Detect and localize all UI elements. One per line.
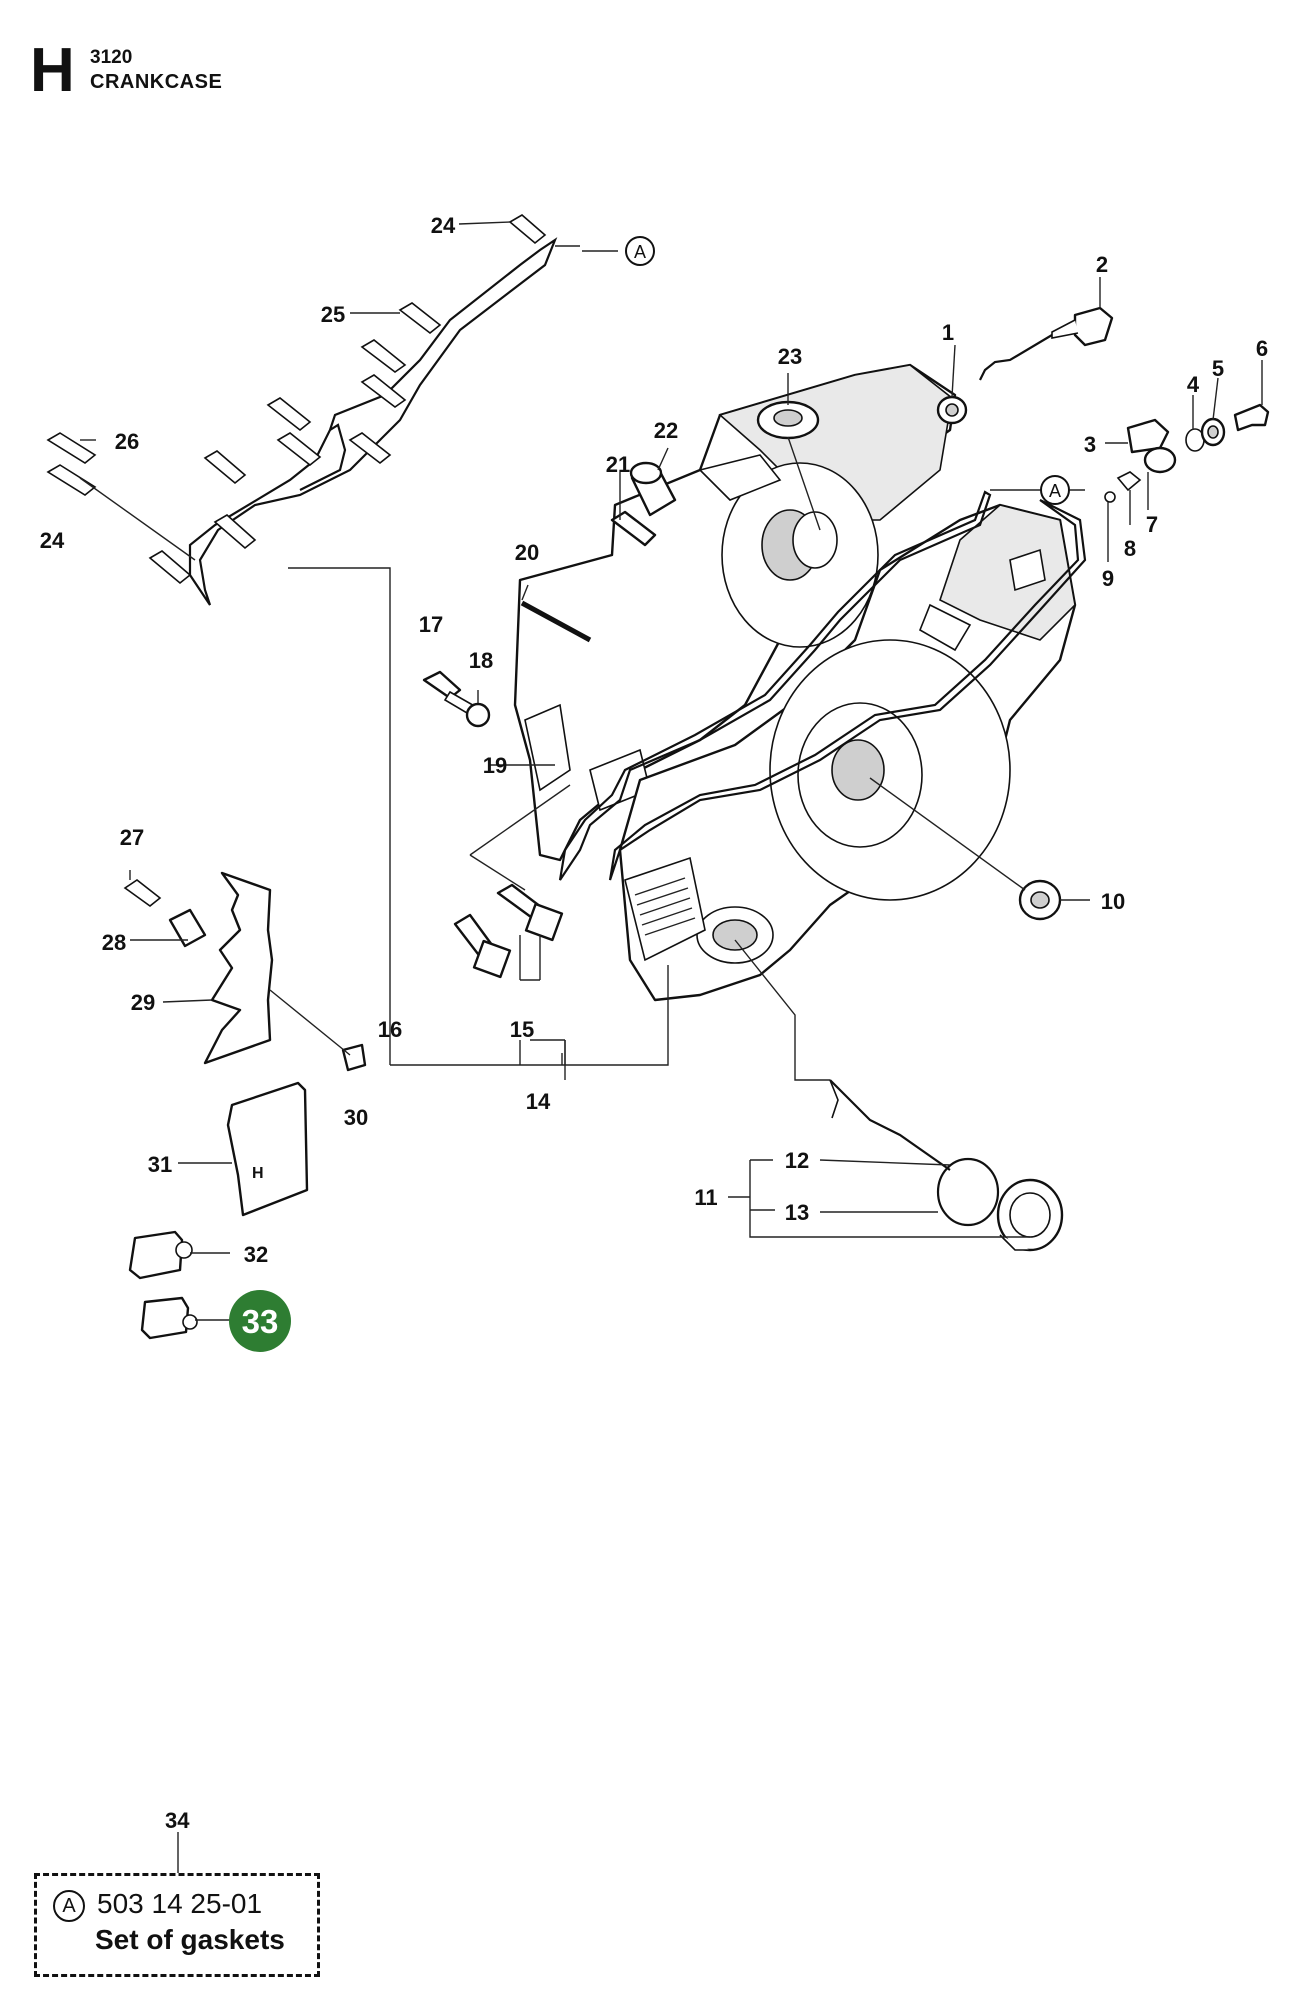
note-description: Set of gaskets — [95, 1924, 285, 1955]
part-11-13-cap — [829, 1079, 1064, 1252]
callout-11: 11 — [694, 1185, 717, 1210]
callout-26: 26 — [115, 429, 139, 454]
callout-numbers: 1 2 3 4 5 6 7 8 9 10 11 12 13 14 15 16 1… — [40, 213, 1268, 1267]
highlight-callout-33[interactable]: 33 — [229, 1290, 291, 1352]
callout-1: 1 — [942, 320, 954, 345]
callout-20: 20 — [515, 540, 539, 565]
section-letter: H — [30, 36, 75, 105]
callout-32: 32 — [244, 1242, 268, 1267]
part-10-seal — [1018, 879, 1062, 921]
highlight-badge — [229, 1290, 291, 1352]
callout-21: 21 — [606, 452, 630, 477]
callout-28: 28 — [102, 930, 126, 955]
callout-27: 27 — [120, 825, 144, 850]
part-15-screws — [453, 883, 564, 979]
callout-24-left: 24 — [40, 528, 65, 553]
callout-33: 33 — [242, 1303, 279, 1340]
crankcase-body — [513, 363, 1077, 1002]
part-23-grommet — [756, 400, 820, 440]
callout-10: 10 — [1101, 889, 1125, 914]
part-27-30-bumper — [123, 871, 367, 1072]
ref-a-right: A — [1049, 481, 1061, 501]
callout-15: 15 — [510, 1017, 534, 1042]
part-32-pad — [128, 1230, 193, 1280]
reference-a-markers: A A — [625, 236, 1070, 505]
parts-24-26-screws — [46, 214, 547, 585]
note-part-number: 503 14 25-01 — [97, 1888, 263, 1919]
callout-4: 4 — [1187, 372, 1200, 397]
parts-3-9-hardware — [1104, 403, 1270, 503]
callout-17: 17 — [419, 612, 443, 637]
part-33-pad — [140, 1296, 198, 1340]
callout-19: 19 — [483, 753, 507, 778]
note-ref-a: A — [53, 1890, 85, 1922]
part-17-18-screw — [422, 670, 491, 728]
callout-34: 34 — [165, 1808, 190, 1833]
gaskets — [188, 237, 1087, 881]
page-title: CRANKCASE — [90, 71, 223, 93]
ref-a-top: A — [634, 242, 646, 262]
callout-25: 25 — [321, 302, 345, 327]
part-31-plate: H — [226, 1081, 309, 1217]
part-22-filter — [629, 461, 677, 517]
callout-5: 5 — [1212, 356, 1224, 381]
part-20-pin — [520, 600, 592, 643]
part-2-valve — [979, 306, 1114, 381]
callout-18: 18 — [469, 648, 493, 673]
part-1-seal — [936, 395, 968, 425]
callout-16: 16 — [378, 1017, 402, 1042]
callout-6: 6 — [1256, 336, 1268, 361]
callout-3: 3 — [1084, 432, 1096, 457]
callout-22: 22 — [654, 418, 678, 443]
callout-14: 14 — [526, 1089, 551, 1114]
callout-8: 8 — [1124, 536, 1136, 561]
gasket-set-note: A 503 14 25-01 Set of gaskets — [34, 1873, 320, 1977]
page-code: 3120 — [90, 47, 133, 68]
callout-31: 31 — [148, 1152, 172, 1177]
callout-30: 30 — [344, 1105, 368, 1130]
callout-7: 7 — [1146, 512, 1158, 537]
callout-23: 23 — [778, 344, 802, 369]
callout-29: 29 — [131, 990, 155, 1015]
svg-text:H: H — [252, 1165, 264, 1182]
callout-12: 12 — [785, 1148, 809, 1173]
leader-lines — [79, 221, 1263, 1873]
callout-13: 13 — [785, 1200, 809, 1225]
callout-24-top: 24 — [431, 213, 456, 238]
callout-9: 9 — [1102, 566, 1114, 591]
callout-2: 2 — [1096, 252, 1108, 277]
